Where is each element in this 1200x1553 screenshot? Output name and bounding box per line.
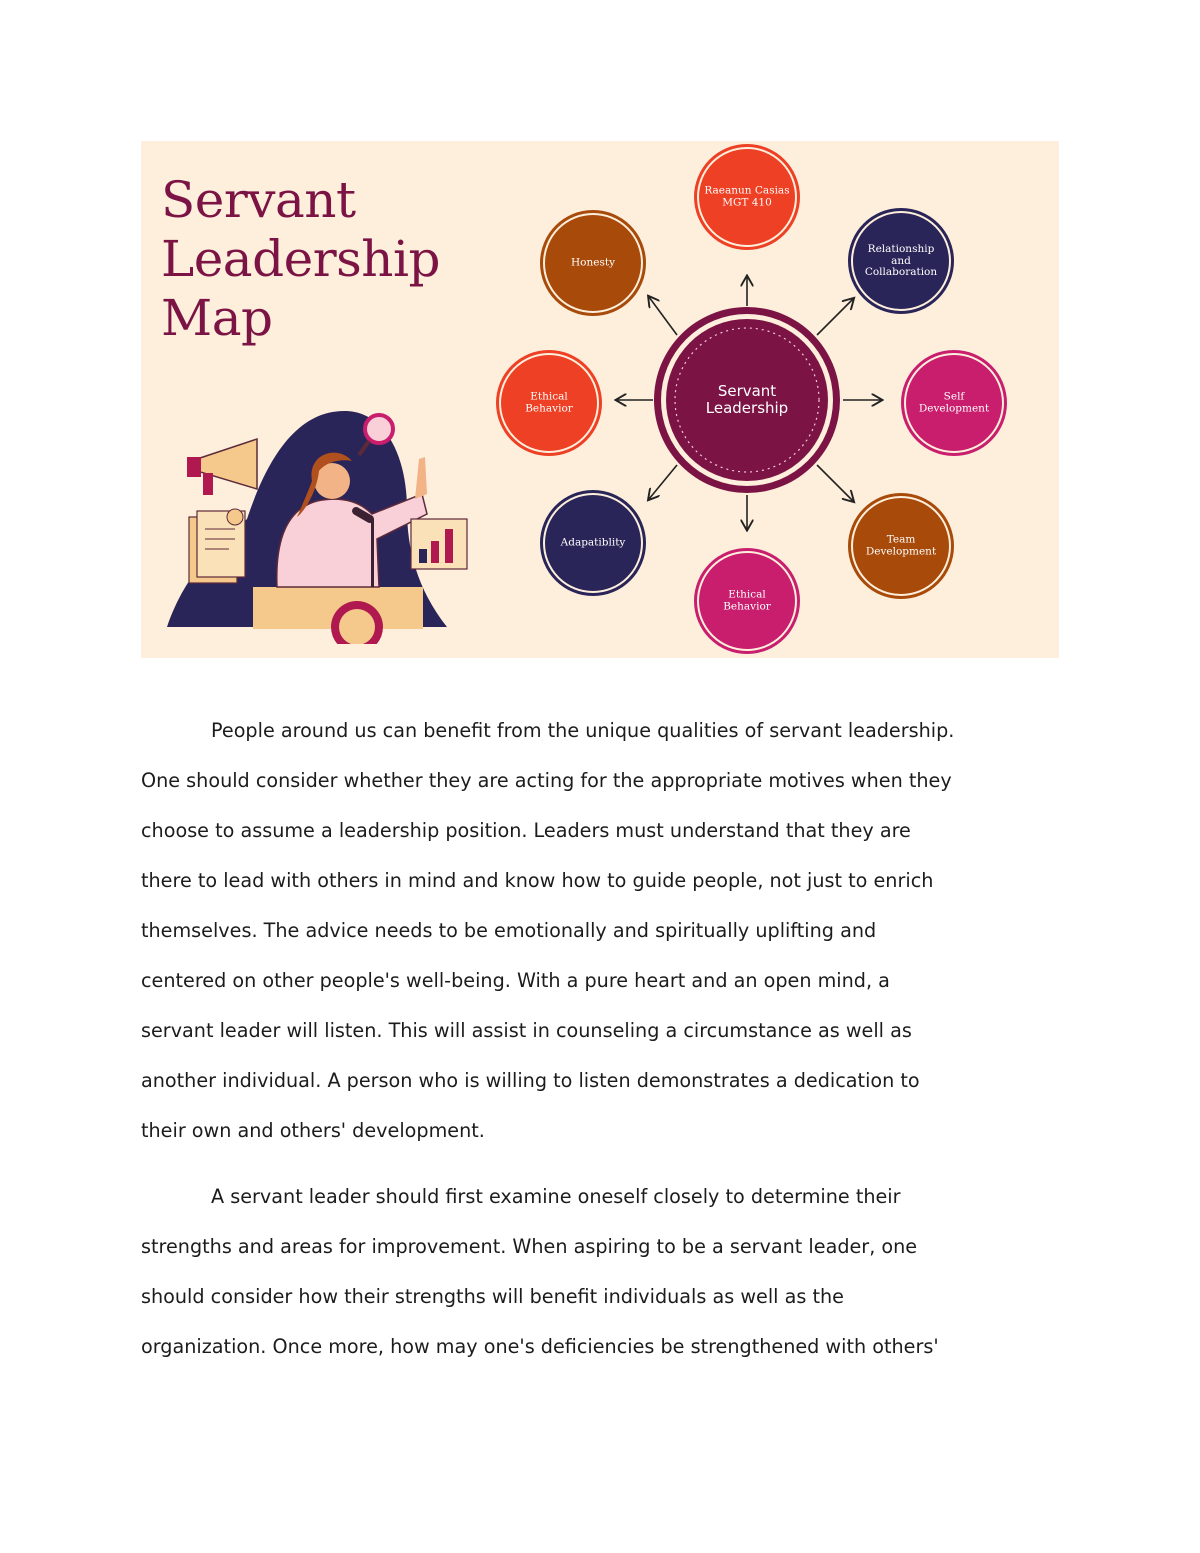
node-circle-author xyxy=(694,144,800,250)
center-node xyxy=(654,307,840,493)
arrow-down-left xyxy=(649,464,678,499)
node-circle-self-development xyxy=(901,350,1007,456)
node-circle-ethical-behavior-bottom xyxy=(694,548,800,654)
node-label-line: Adapatiblity xyxy=(560,536,626,549)
node-label-line: Ethical xyxy=(530,390,568,403)
paragraph-2: A servant leader should first examine on… xyxy=(141,1185,939,1358)
speaker-hair xyxy=(297,452,352,517)
paragraph-1: People around us can benefit from the un… xyxy=(141,719,955,1142)
node-circle-honesty xyxy=(540,210,646,316)
node-label-line: Self xyxy=(943,390,965,403)
node-label-line: Relationship xyxy=(867,242,935,255)
node-label-line: Honesty xyxy=(571,256,615,269)
node-circle-relationship xyxy=(848,208,954,314)
map-title-line-3: Map xyxy=(161,289,273,347)
body-text: People around us can benefit from the un… xyxy=(141,706,1061,1388)
arrow-down-right xyxy=(816,464,853,501)
speaker-illustration xyxy=(167,410,468,644)
node-label-honesty: Honesty xyxy=(548,257,638,269)
speaker-head xyxy=(314,463,350,499)
map-title-line-2: Leadership xyxy=(161,230,440,288)
magnifier xyxy=(363,413,395,445)
center-label: Servant Leadership xyxy=(677,383,817,417)
center-label-line-1: Servant xyxy=(717,382,777,400)
node-label-adaptability: Adapatiblity xyxy=(548,537,638,549)
node-label-line: MGT 410 xyxy=(722,196,772,208)
leadership-diagram xyxy=(496,144,1007,654)
node-label-line: Team xyxy=(886,533,916,546)
node-circle-ethical-behavior-left xyxy=(496,350,602,456)
map-title: Servant Leadership Map xyxy=(161,171,481,348)
node-label-line: Behavior xyxy=(525,402,573,414)
node-label-line: Development xyxy=(865,545,937,557)
node-label-line: and xyxy=(891,254,911,267)
microphone-stand xyxy=(371,519,374,587)
node-circles xyxy=(496,144,1007,654)
speaker-hand xyxy=(415,457,427,499)
node-label-line: Raeanun Casias xyxy=(704,184,790,197)
node-label-line: Behavior xyxy=(723,600,771,612)
map-title-line-1: Servant xyxy=(161,171,356,229)
node-circle-adaptability xyxy=(540,490,646,596)
node-label-line: Development xyxy=(918,402,990,414)
arrow-up-left xyxy=(649,297,678,336)
node-label-line: Ethical xyxy=(728,588,766,601)
arrow-up-right xyxy=(816,299,853,336)
center-label-line-2: Leadership xyxy=(705,399,789,417)
node-circle-team-development xyxy=(848,493,954,599)
speaker-body xyxy=(276,492,428,588)
node-label-line: Collaboration xyxy=(864,265,938,278)
servant-leadership-map-figure: Servant Leadership Map xyxy=(141,141,1059,658)
